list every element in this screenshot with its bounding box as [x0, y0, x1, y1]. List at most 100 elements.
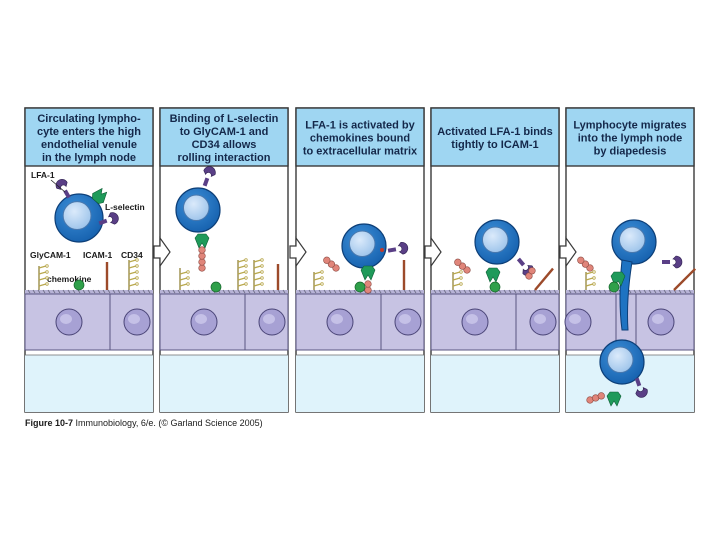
membrane-hatch	[308, 289, 312, 294]
membrane-hatch	[192, 289, 196, 294]
membrane-hatch	[142, 289, 146, 294]
membrane-hatch	[593, 289, 597, 294]
step-arrow	[424, 236, 442, 268]
membrane-hatch	[318, 289, 322, 294]
icam1-molecule	[586, 392, 605, 404]
lfa1-molecule	[202, 166, 216, 187]
migrated-lymphocyte	[599, 339, 645, 385]
nucleus-highlight	[569, 314, 581, 324]
membrane-hatch	[102, 289, 106, 294]
l-selectin-molecule	[360, 265, 376, 281]
label-icam1: ICAM-1	[83, 250, 113, 260]
membrane-hatch	[528, 289, 532, 294]
membrane-hatch	[298, 289, 302, 294]
icam1-rod	[673, 267, 697, 291]
membrane-hatch	[663, 289, 667, 294]
membrane-hatch	[673, 289, 677, 294]
icam1-molecule	[323, 256, 340, 272]
panel-title-line: to extracellular matrix	[303, 146, 418, 158]
lymphocyte-nucleus	[182, 194, 210, 222]
membrane-hatch	[598, 289, 602, 294]
chemokine-molecule	[73, 279, 85, 291]
membrane-hatch	[453, 289, 457, 294]
panel-title-line: into the lymph node	[578, 133, 683, 145]
membrane-hatch	[583, 289, 587, 294]
label-l-selectin: L-selectin	[105, 202, 145, 212]
lfa1-molecule	[387, 242, 409, 255]
leader-line	[50, 179, 66, 193]
membrane-hatch	[232, 289, 236, 294]
glycam-cd34-molecule	[585, 270, 596, 290]
icam1-molecule	[198, 246, 206, 272]
membrane-hatch	[338, 289, 342, 294]
membrane-hatch	[628, 289, 632, 294]
membrane-hatch	[443, 289, 447, 294]
panel-title-line: in the lymph node	[42, 152, 136, 164]
membrane-hatch	[513, 289, 517, 294]
membrane-hatch	[348, 289, 352, 294]
membrane-hatch	[668, 289, 672, 294]
lymphocyte	[611, 219, 657, 265]
membrane-hatch	[72, 289, 76, 294]
membrane-hatch	[438, 289, 442, 294]
membrane-hatch	[608, 289, 612, 294]
membrane-hatch	[252, 289, 256, 294]
figure-credit: Immunobiology, 6/e. (© Garland Science 2…	[75, 418, 263, 428]
lymphocyte-nucleus	[606, 346, 634, 374]
lfa1-molecule	[662, 255, 683, 269]
lymph-node-space	[296, 355, 424, 412]
membrane-hatch	[262, 289, 266, 294]
chemokine-molecule	[210, 281, 222, 293]
lymphocyte-nucleus	[62, 201, 92, 231]
membrane-hatch	[87, 289, 91, 294]
glycam-cd34-molecule	[128, 258, 139, 290]
membrane-hatch	[603, 289, 607, 294]
membrane-hatch	[388, 289, 392, 294]
nucleus-highlight	[534, 314, 546, 324]
panel-title-line: Binding of L-selectin	[170, 113, 279, 125]
panel-title-box	[295, 107, 425, 167]
membrane-hatch	[222, 289, 226, 294]
membrane-hatch	[267, 289, 271, 294]
panel-title-line: Lymphocyte migrates	[573, 120, 686, 132]
nucleus-highlight	[466, 314, 478, 324]
membrane-hatch	[242, 289, 246, 294]
lymph-node-space	[431, 355, 559, 412]
l-selectin-molecule	[92, 187, 108, 204]
membrane-hatch	[533, 289, 537, 294]
membrane-hatch	[588, 289, 592, 294]
glycam-cd34-molecule	[452, 270, 463, 290]
membrane-hatch	[573, 289, 577, 294]
membrane-hatch	[568, 289, 572, 294]
nucleus-highlight	[263, 314, 275, 324]
panel-title-line: endothelial venule	[41, 139, 137, 151]
panel-title-line: CD34 allows	[192, 139, 257, 151]
icam1-molecule	[525, 267, 536, 280]
step-arrow	[289, 236, 307, 268]
membrane-hatch	[132, 289, 136, 294]
membrane-hatch	[257, 289, 261, 294]
membrane-hatch	[328, 289, 332, 294]
membrane-hatch	[653, 289, 657, 294]
membrane-hatch	[683, 289, 687, 294]
membrane-hatch	[277, 289, 281, 294]
glycam-cd34-molecule	[237, 258, 248, 290]
membrane-hatch	[82, 289, 86, 294]
membrane-hatch	[122, 289, 126, 294]
membrane-hatch	[177, 289, 181, 294]
membrane-hatch	[167, 289, 171, 294]
panel-title-line: to GlyCAM-1 and	[180, 126, 269, 138]
l-selectin-molecule	[194, 233, 210, 249]
membrane-hatch	[478, 289, 482, 294]
step-arrow	[559, 236, 577, 268]
nucleus-highlight	[652, 314, 664, 324]
membrane-hatch	[638, 289, 642, 294]
lfa1-molecule	[634, 377, 648, 398]
membrane-hatch	[117, 289, 121, 294]
lymphocyte	[341, 223, 387, 269]
panel-title-box	[565, 107, 695, 167]
step-arrow	[153, 236, 171, 268]
membrane-hatch	[498, 289, 502, 294]
